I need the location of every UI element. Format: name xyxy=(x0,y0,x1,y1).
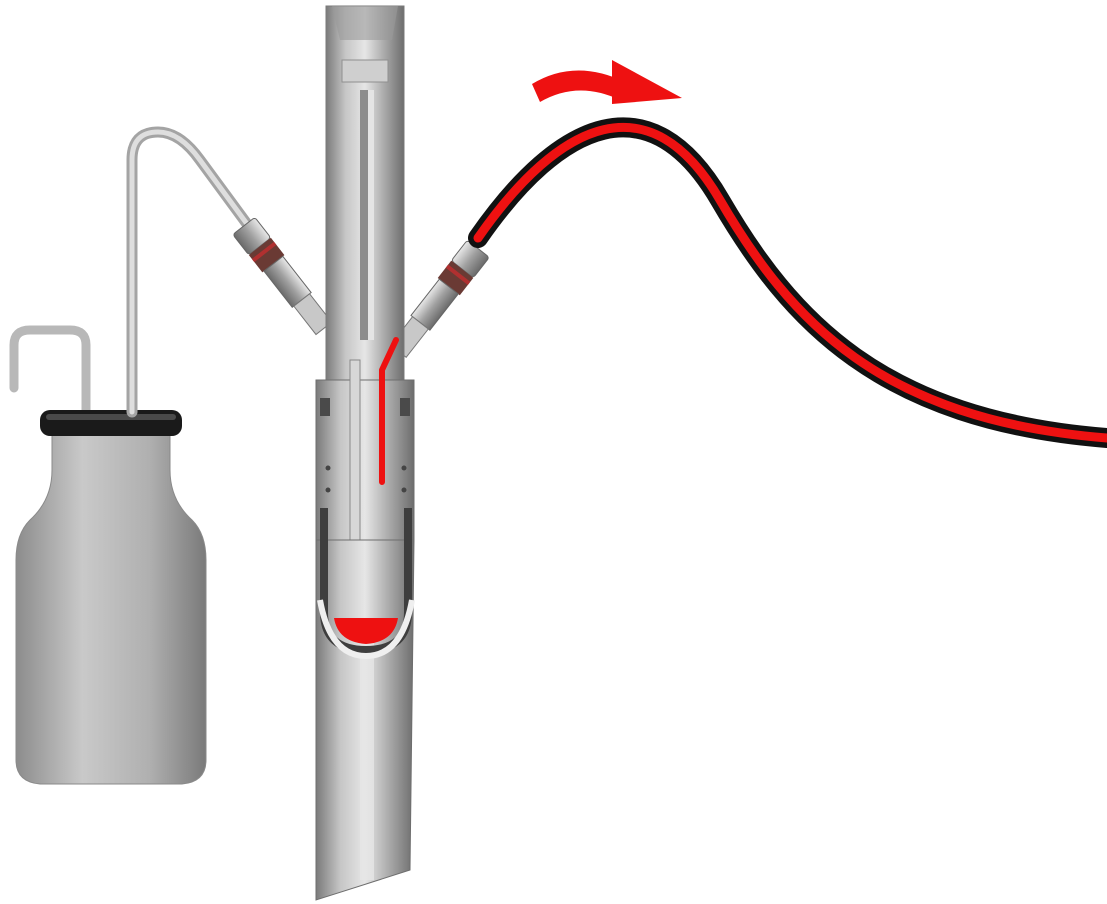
internal-flow-line xyxy=(379,337,399,485)
bottle-icon xyxy=(9,325,207,785)
bottle-body xyxy=(15,431,207,785)
vent-tube xyxy=(9,325,91,423)
curved-arrow-icon xyxy=(532,60,682,104)
right-fitting-icon xyxy=(389,240,489,359)
supply-tube xyxy=(126,126,256,418)
fluid-pool xyxy=(334,618,398,644)
left-fitting-icon xyxy=(233,217,333,336)
probe-icon xyxy=(315,5,415,901)
bottle-cap xyxy=(40,410,182,436)
hose-icon xyxy=(468,117,1107,448)
